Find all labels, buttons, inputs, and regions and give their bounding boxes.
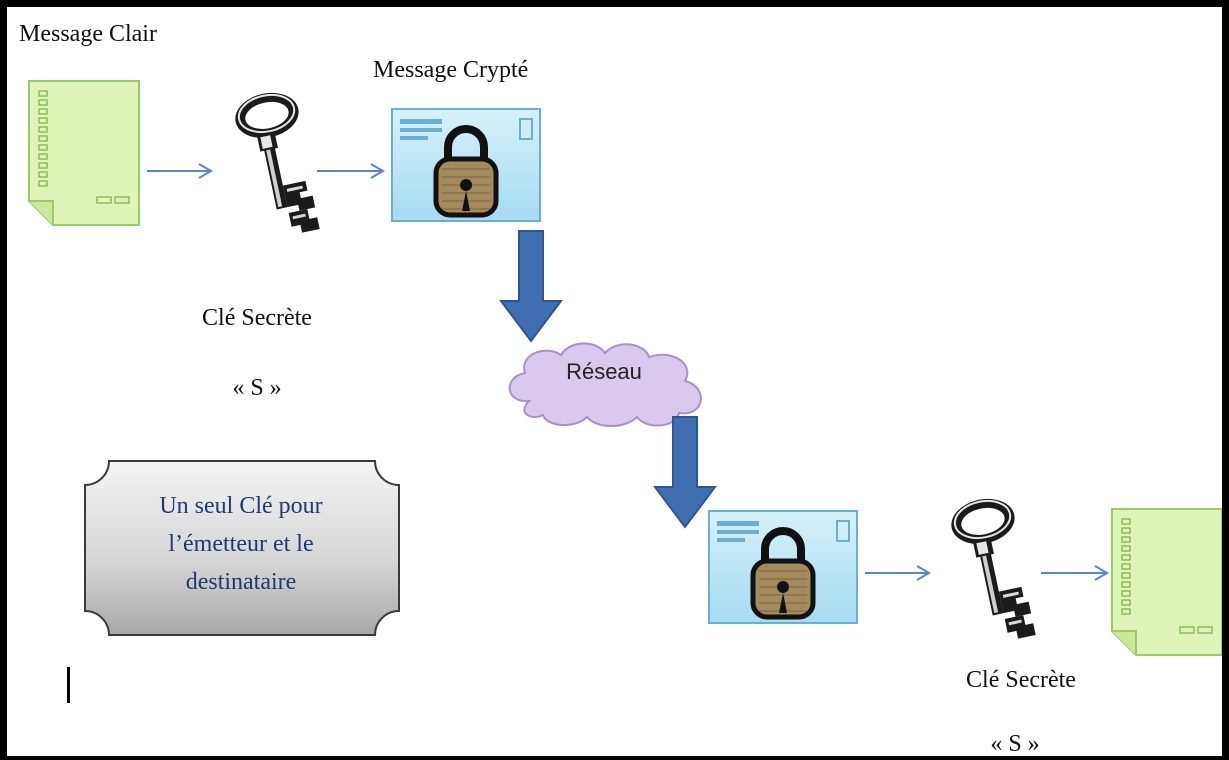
arrow-to-envelope-icon <box>317 163 385 179</box>
note-line-3: destinataire <box>185 569 297 595</box>
note-text: Un seul Clé pour l’émetteur et le destin… <box>101 487 381 601</box>
document-icon-2 <box>1111 508 1222 656</box>
message-crypte-label: Message Crypté <box>373 57 529 83</box>
secret-key-icon <box>235 92 320 233</box>
cle-secrete-label-2: Clé Secrète <box>966 667 1076 693</box>
big-arrow-down-icon-2 <box>653 416 717 529</box>
plaque-shape <box>84 460 400 636</box>
cloud-icon <box>508 342 702 427</box>
locked-envelope-icon <box>391 108 541 222</box>
reseau-label: Réseau <box>566 359 642 384</box>
document-icon <box>28 80 140 226</box>
message-clair-label: Message Clair <box>19 21 157 47</box>
text-cursor <box>67 667 70 703</box>
network-cloud: Réseau <box>499 337 709 429</box>
cle-s-label-1: « S » <box>232 375 282 401</box>
arrow-to-key-icon <box>147 163 213 179</box>
note-line-2: l’émetteur et le <box>168 531 314 557</box>
note-line-1: Un seul Clé pour <box>159 493 323 519</box>
info-plaque: Un seul Clé pour l’émetteur et le destin… <box>83 459 401 637</box>
arrow-to-document-icon <box>1041 565 1109 581</box>
locked-envelope-icon-2 <box>708 510 858 624</box>
cle-secrete-label-1: Clé Secrète <box>202 305 312 331</box>
secret-key-icon-2 <box>951 498 1036 639</box>
cle-s-label-2: « S » <box>990 731 1040 757</box>
big-arrow-down-icon <box>499 230 563 343</box>
arrow-to-key-icon-2 <box>865 565 931 581</box>
